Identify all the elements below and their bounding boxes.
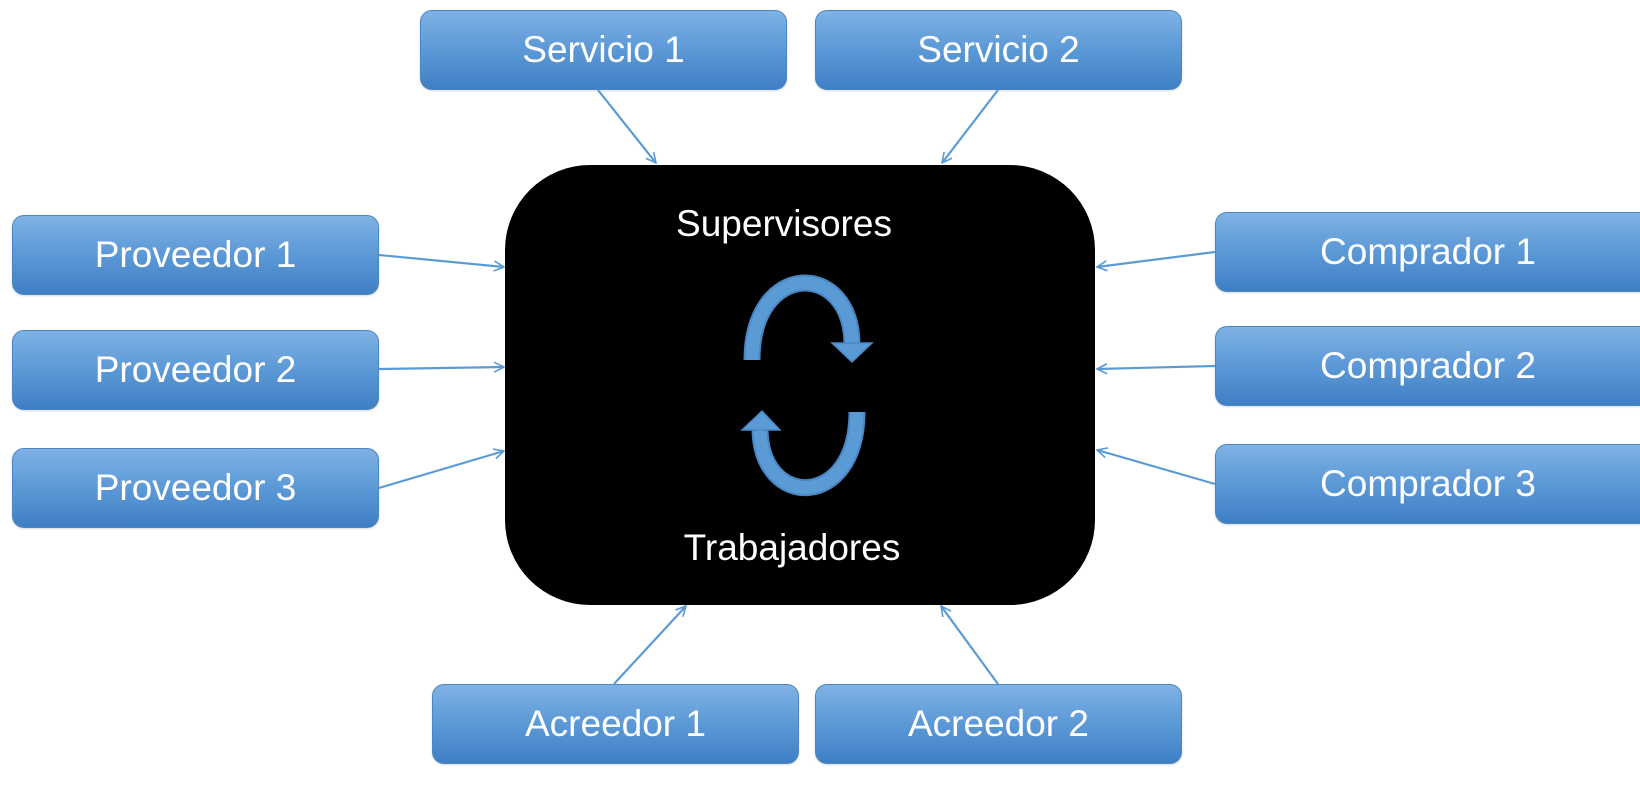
supervisores-label: Supervisores: [676, 203, 892, 244]
connector-servicio-2: [942, 89, 999, 163]
node-proveedor-2[interactable]: Proveedor 2: [12, 330, 379, 410]
trabajadores-label: Trabajadores: [683, 527, 901, 568]
node-proveedor-3[interactable]: Proveedor 3: [12, 448, 379, 528]
connector-comprador-1: [1097, 250, 1216, 267]
node-proveedor-1[interactable]: Proveedor 1: [12, 215, 379, 295]
node-comprador-1[interactable]: Comprador 1: [1215, 212, 1640, 292]
connector-comprador-2: [1097, 366, 1216, 369]
node-acreedor-2[interactable]: Acreedor 2: [815, 684, 1182, 764]
central-block: [505, 165, 1095, 605]
connector-proveedor-3: [378, 451, 504, 490]
connector-servicio-1: [597, 89, 656, 163]
connector-acreedor-1: [613, 606, 686, 685]
node-comprador-3[interactable]: Comprador 3: [1215, 444, 1640, 524]
connector-proveedor-1: [378, 253, 504, 267]
connector-acreedor-2: [941, 606, 999, 685]
node-servicio-1[interactable]: Servicio 1: [420, 10, 787, 90]
connector-comprador-3: [1097, 450, 1216, 486]
node-acreedor-1[interactable]: Acreedor 1: [432, 684, 799, 764]
connector-proveedor-2: [378, 367, 504, 369]
node-comprador-2[interactable]: Comprador 2: [1215, 326, 1640, 406]
node-servicio-2[interactable]: Servicio 2: [815, 10, 1182, 90]
